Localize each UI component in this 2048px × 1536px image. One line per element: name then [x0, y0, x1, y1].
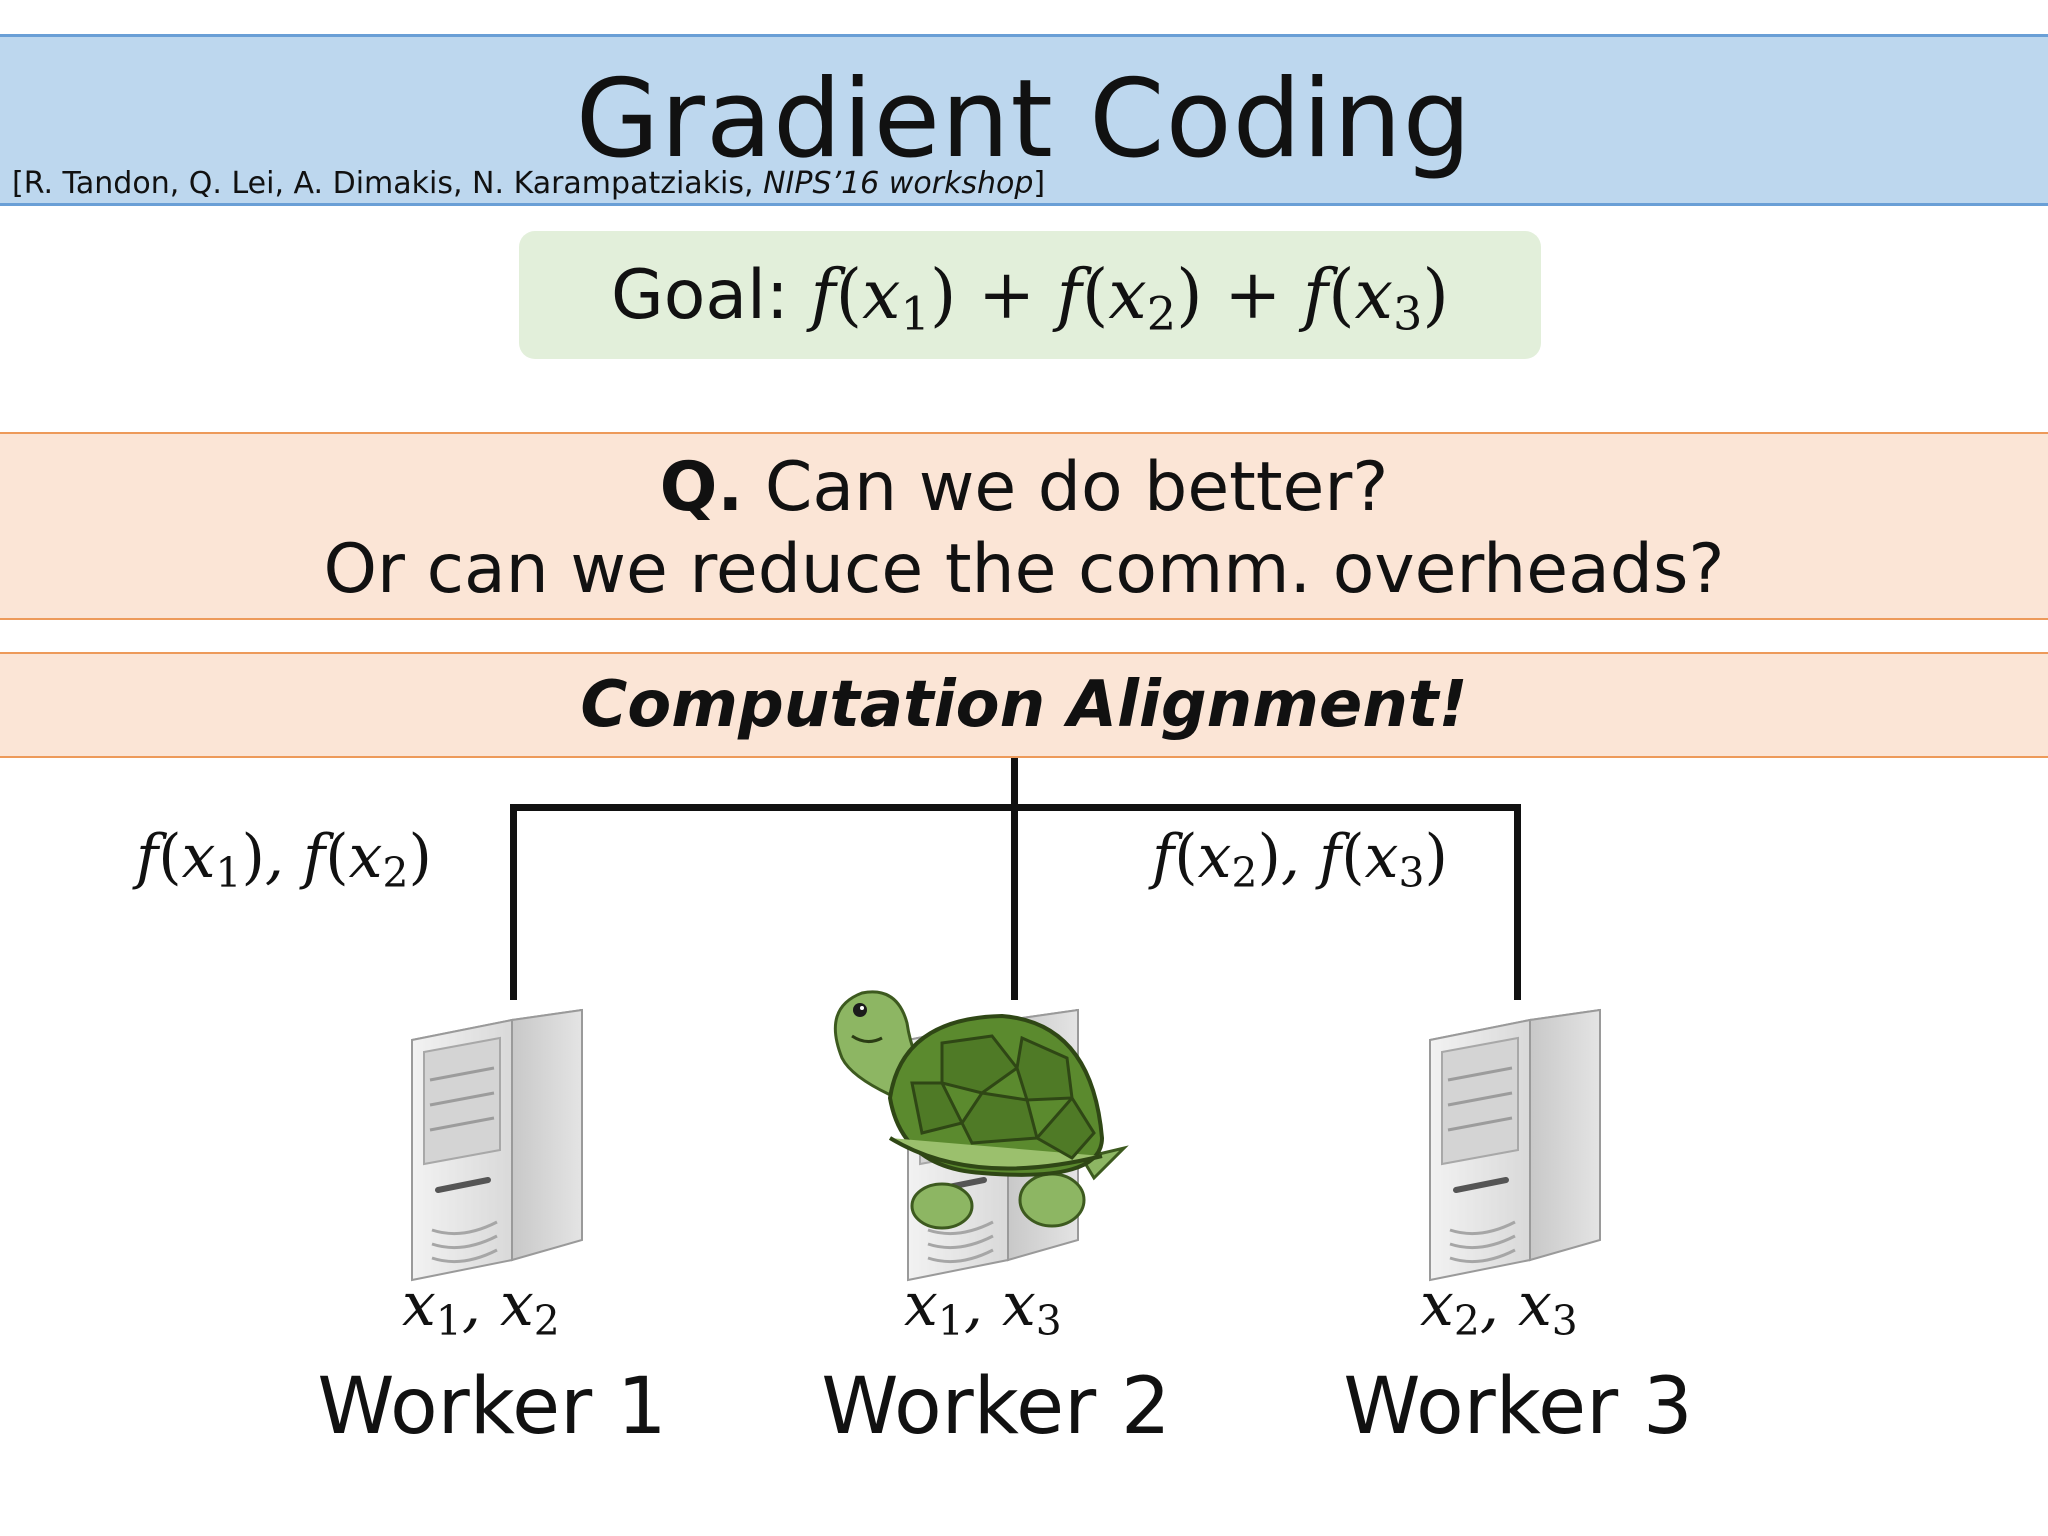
citation-close: ] — [1033, 166, 1046, 201]
server-icon — [1420, 1000, 1620, 1290]
citation-venue: NIPS’16 workshop — [763, 166, 1034, 201]
question-line-2: Or can we reduce the comm. overheads? — [323, 530, 1725, 609]
question-text-1: Can we do better? — [764, 448, 1389, 527]
main-drop-line — [1011, 758, 1018, 1000]
worker-3-label: Worker 3 — [1343, 1362, 1693, 1452]
worker-1-gradient-label: f(x1), f(x2) — [136, 822, 432, 898]
right-drop-line — [1514, 804, 1521, 1000]
goal-box — [519, 231, 1541, 359]
left-drop-line — [510, 804, 517, 1000]
alignment-banner: Computation Alignment! — [580, 668, 1468, 742]
question-band — [0, 432, 2048, 620]
turtle-icon — [833, 990, 1129, 1230]
worker-2-label: Worker 2 — [821, 1362, 1171, 1452]
goal-formula: f(x1) + f(x2) + f(x3) — [810, 255, 1449, 341]
alignment-band — [0, 652, 2048, 758]
server-icon — [402, 1000, 602, 1290]
worker-3-gradient-label: f(x2), f(x3) — [1152, 822, 1448, 898]
title-band — [0, 34, 2048, 206]
goal-statement: Goal: f(x1) + f(x2) + f(x3) — [519, 231, 1541, 359]
citation-authors: [R. Tandon, Q. Lei, A. Dimakis, N. Karam… — [12, 166, 764, 201]
horizontal-bus — [510, 804, 1521, 811]
slide-title: Gradient Coding — [575, 57, 1473, 182]
worker-1-data-label: x1, x2 — [402, 1270, 560, 1346]
question-line-1: Q. Can we do better? — [0, 448, 2048, 528]
worker-1-label: Worker 1 — [317, 1362, 667, 1452]
worker-3-data-label: x2, x3 — [1420, 1270, 1578, 1346]
worker-2-data-label: x1, x3 — [904, 1270, 1062, 1346]
question-marker: Q. — [659, 448, 744, 527]
citation: [R. Tandon, Q. Lei, A. Dimakis, N. Karam… — [12, 166, 1045, 202]
goal-label: Goal: — [611, 255, 789, 335]
